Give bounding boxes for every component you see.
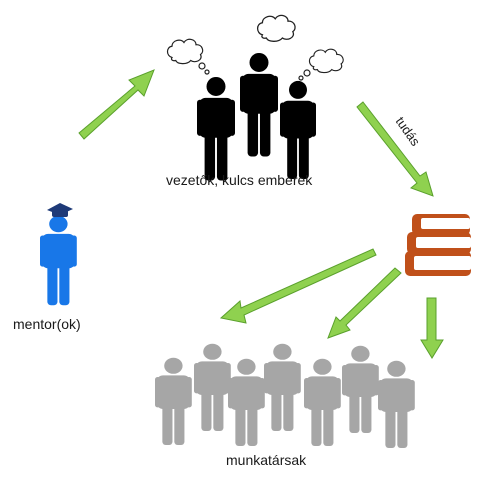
thought-bubble-icon (256, 14, 296, 42)
arrow-books-to-workers-right (420, 297, 444, 359)
person-icon (40, 215, 77, 306)
leaders-group (197, 52, 316, 181)
leaders-label: vezetők, kulcs emberek (166, 172, 313, 188)
arrow-mentor-to-leaders (78, 69, 155, 140)
mentor-label: mentor(ok) (13, 316, 81, 332)
person-icon (342, 345, 379, 433)
person-icon (194, 343, 231, 431)
arrow-leaders-to-books (356, 101, 434, 197)
mentor-figure (40, 203, 77, 306)
person-icon (280, 80, 316, 179)
workers-group (155, 343, 415, 448)
thought-bubble-icon (166, 38, 210, 75)
person-icon (304, 358, 341, 446)
person-icon (378, 360, 415, 448)
mentor-hat-icon (47, 203, 73, 217)
arrows (78, 69, 444, 359)
arrow-books-to-workers-mid (327, 267, 402, 339)
person-icon (240, 52, 278, 157)
workers-label: munkatársak (226, 452, 307, 468)
books-icon (405, 214, 471, 276)
person-icon (197, 76, 235, 181)
thought-bubble-icon (298, 48, 344, 81)
arrow-books-to-workers-left (219, 248, 377, 324)
person-icon (155, 357, 192, 445)
person-icon (264, 343, 301, 431)
person-icon (228, 358, 265, 446)
